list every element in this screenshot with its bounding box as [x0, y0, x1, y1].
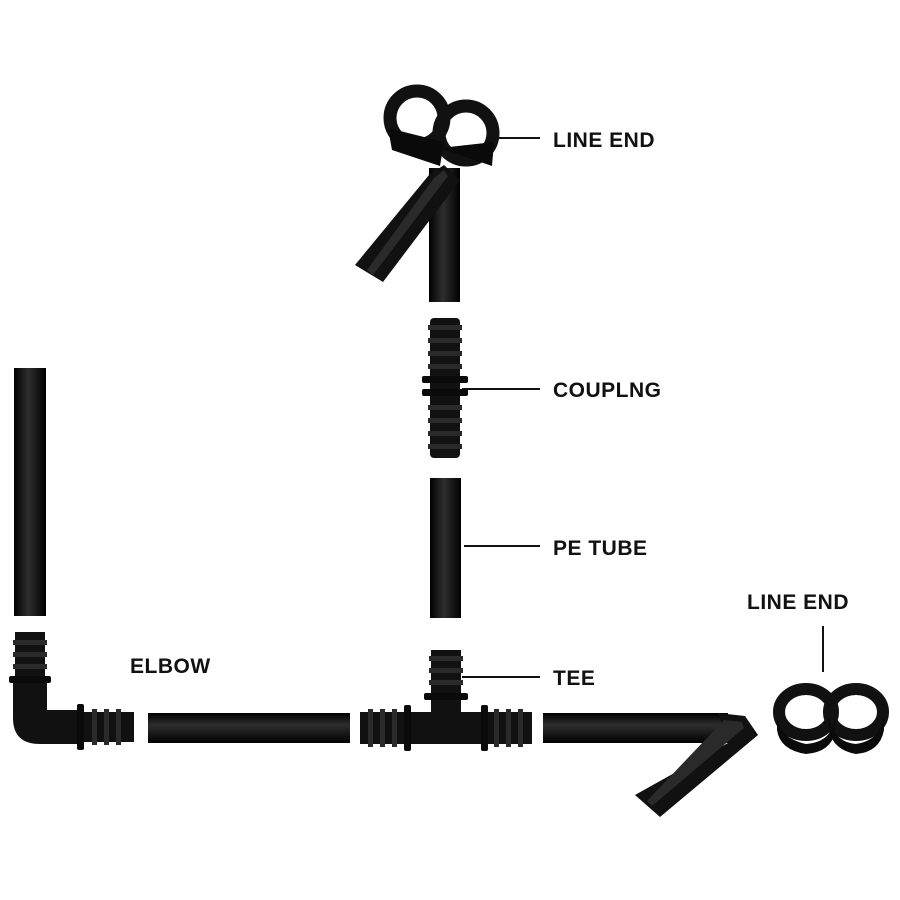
elbow-fitting [9, 632, 134, 750]
line-end-clip-right [773, 683, 889, 754]
label-line-end-right: LINE END [747, 591, 850, 614]
pe-tube-vertical [430, 478, 461, 618]
line-end-clip-top [383, 84, 500, 167]
coupling-fitting [422, 318, 468, 458]
label-line-end-top: LINE END [553, 129, 656, 152]
tee-fitting [360, 650, 532, 751]
label-pe-tube: PE TUBE [553, 537, 648, 560]
bent-pipe-right [543, 713, 758, 817]
bent-pipe-top [355, 165, 460, 302]
label-elbow: ELBOW [130, 655, 211, 678]
label-tee: TEE [553, 667, 596, 690]
label-coupling: COUPLNG [553, 379, 662, 402]
pe-tube-horizontal-left [148, 713, 350, 743]
pe-tube-left-vertical [14, 368, 46, 616]
